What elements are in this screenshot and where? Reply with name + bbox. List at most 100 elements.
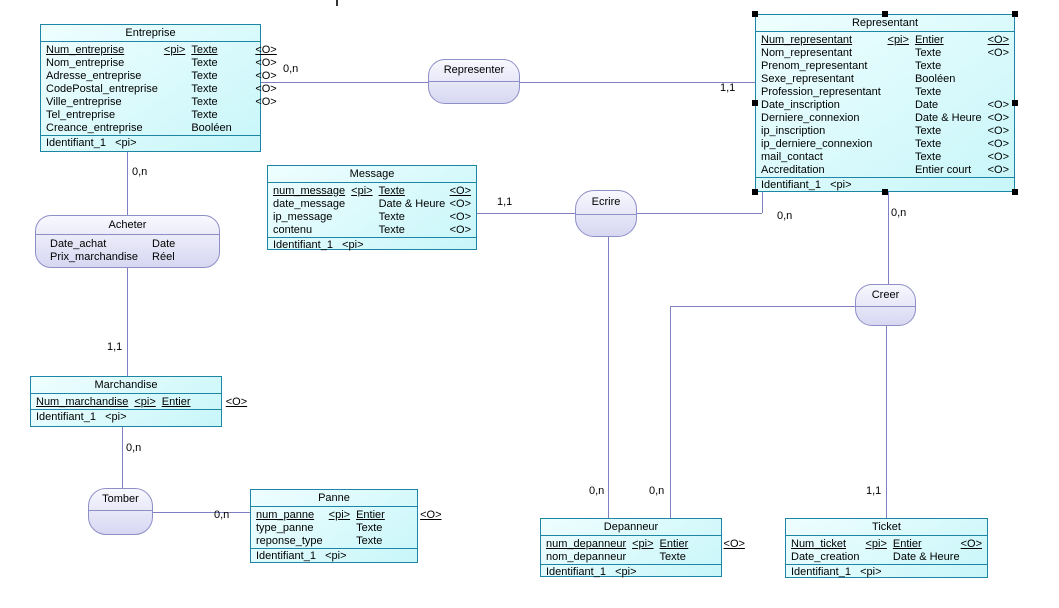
selection-handle[interactable] bbox=[1012, 11, 1018, 17]
attr-type: Texte bbox=[191, 109, 218, 121]
entity-attribute-list: Num_entreprise<pi>Texte<O>Nom_entreprise… bbox=[41, 42, 277, 135]
attr-type: Texte bbox=[914, 86, 942, 98]
entity-identifier: Identifiant_1 <pi> bbox=[786, 564, 987, 581]
connector-ecrire-depanneur[interactable] bbox=[608, 237, 609, 518]
selection-handle[interactable] bbox=[752, 11, 758, 17]
connector-creer-depanneur[interactable] bbox=[670, 306, 855, 307]
attr-domain: <O> bbox=[987, 99, 1009, 111]
attr-type: Texte bbox=[356, 535, 383, 547]
entity-identifier: Identifiant_1 <pi> bbox=[541, 564, 721, 581]
stray-mark bbox=[336, 0, 338, 6]
selection-handle[interactable] bbox=[882, 189, 888, 195]
connector-creer-depanneur[interactable] bbox=[670, 306, 671, 518]
attr-pi bbox=[164, 122, 185, 135]
attr-type: Date bbox=[152, 238, 176, 250]
relationship-title: Representer bbox=[429, 60, 519, 82]
attr-type: Entier bbox=[892, 538, 922, 550]
connector-message-ecrire-representant[interactable] bbox=[762, 192, 763, 213]
attr-pi bbox=[866, 551, 887, 564]
attr-type: Entier bbox=[356, 509, 385, 521]
attr-type: Texte bbox=[191, 57, 218, 69]
attr-domain bbox=[255, 122, 276, 135]
attr-pi bbox=[632, 551, 653, 564]
attr-domain bbox=[988, 73, 1009, 86]
attr-type: Date & Heure bbox=[378, 198, 446, 210]
selection-handle[interactable] bbox=[752, 189, 758, 195]
attr-domain: <O> bbox=[987, 125, 1009, 137]
connector-representant-creer[interactable] bbox=[888, 192, 889, 284]
entity-title: Marchandise bbox=[31, 377, 221, 394]
relationship-title: Ecrire bbox=[576, 191, 636, 215]
entity-attribute-list: Num_marchandise<pi>Entier<O> bbox=[31, 394, 247, 409]
attr-pi bbox=[888, 125, 909, 138]
connector-acheter-marchandise[interactable] bbox=[127, 268, 128, 376]
attr-type: Texte bbox=[378, 185, 405, 197]
attr-pi bbox=[351, 211, 372, 224]
attr-domain: <O> bbox=[987, 34, 1009, 46]
attr-pi bbox=[164, 57, 185, 70]
attr-name: Derniere_connexion bbox=[761, 112, 860, 124]
attr-name: Num_representant bbox=[761, 34, 853, 46]
attr-domain: <O> bbox=[255, 83, 277, 95]
attr-domain: <O> bbox=[449, 185, 471, 197]
attr-pi bbox=[164, 70, 185, 83]
selection-handle[interactable] bbox=[882, 11, 888, 17]
attr-domain: <O> bbox=[225, 396, 248, 408]
connector-marchandise-tomber[interactable] bbox=[122, 427, 123, 488]
attr-domain: <O> bbox=[255, 70, 277, 82]
attr-type: Texte bbox=[191, 83, 218, 95]
attr-domain: <O> bbox=[987, 138, 1009, 150]
attr-pi: <pi> bbox=[632, 538, 654, 550]
attr-type: Texte bbox=[191, 96, 218, 108]
connector-representer-representant[interactable] bbox=[520, 82, 755, 83]
connector-entreprise-acheter[interactable] bbox=[127, 152, 128, 215]
selection-handle[interactable] bbox=[1012, 100, 1018, 106]
cardinality-label: 0,n bbox=[132, 166, 148, 178]
attr-name: Date_creation bbox=[791, 551, 860, 563]
connector-creer-ticket[interactable] bbox=[886, 326, 887, 518]
relationship-ecrire[interactable]: Ecrire bbox=[575, 190, 637, 237]
attr-name: Profession_representant bbox=[761, 86, 881, 98]
entity-identifier: Identifiant_1 <pi> bbox=[251, 548, 417, 565]
attr-name: Tel_entreprise bbox=[46, 109, 116, 121]
attr-domain bbox=[420, 535, 441, 548]
attr-pi: <pi> bbox=[887, 34, 909, 46]
attr-type: Date bbox=[914, 99, 939, 111]
attr-domain: <O> bbox=[449, 224, 471, 236]
attr-name: reponse_type bbox=[256, 535, 323, 547]
attr-domain bbox=[255, 109, 276, 122]
entity-title: Message bbox=[268, 166, 476, 183]
connector-entreprise-representer[interactable] bbox=[261, 82, 428, 83]
relationship-representer[interactable]: Representer bbox=[428, 59, 520, 104]
connector-tomber-panne[interactable] bbox=[153, 512, 250, 513]
attr-name: Date_achat bbox=[50, 238, 107, 250]
attr-type: Réel bbox=[152, 251, 175, 263]
relationship-title: Acheter bbox=[36, 216, 219, 235]
attr-domain: <O> bbox=[987, 151, 1009, 163]
attr-name: ip_message bbox=[273, 211, 333, 223]
attr-name: mail_contact bbox=[761, 151, 823, 163]
attr-pi bbox=[329, 522, 350, 535]
attr-domain bbox=[961, 551, 982, 564]
attr-domain: <O> bbox=[420, 509, 442, 521]
attr-domain: <O> bbox=[449, 198, 471, 210]
cardinality-label: 0,n bbox=[649, 485, 665, 497]
selection-handle[interactable] bbox=[752, 100, 758, 106]
attr-name: Num_marchandise bbox=[36, 396, 129, 408]
relationship-creer[interactable]: Creer bbox=[855, 284, 916, 326]
attr-domain bbox=[724, 551, 745, 564]
attr-name: Prenom_representant bbox=[761, 60, 868, 72]
selection-handle[interactable] bbox=[1012, 189, 1018, 195]
attr-domain: <O> bbox=[449, 211, 471, 223]
relationship-tomber[interactable]: Tomber bbox=[88, 488, 153, 535]
